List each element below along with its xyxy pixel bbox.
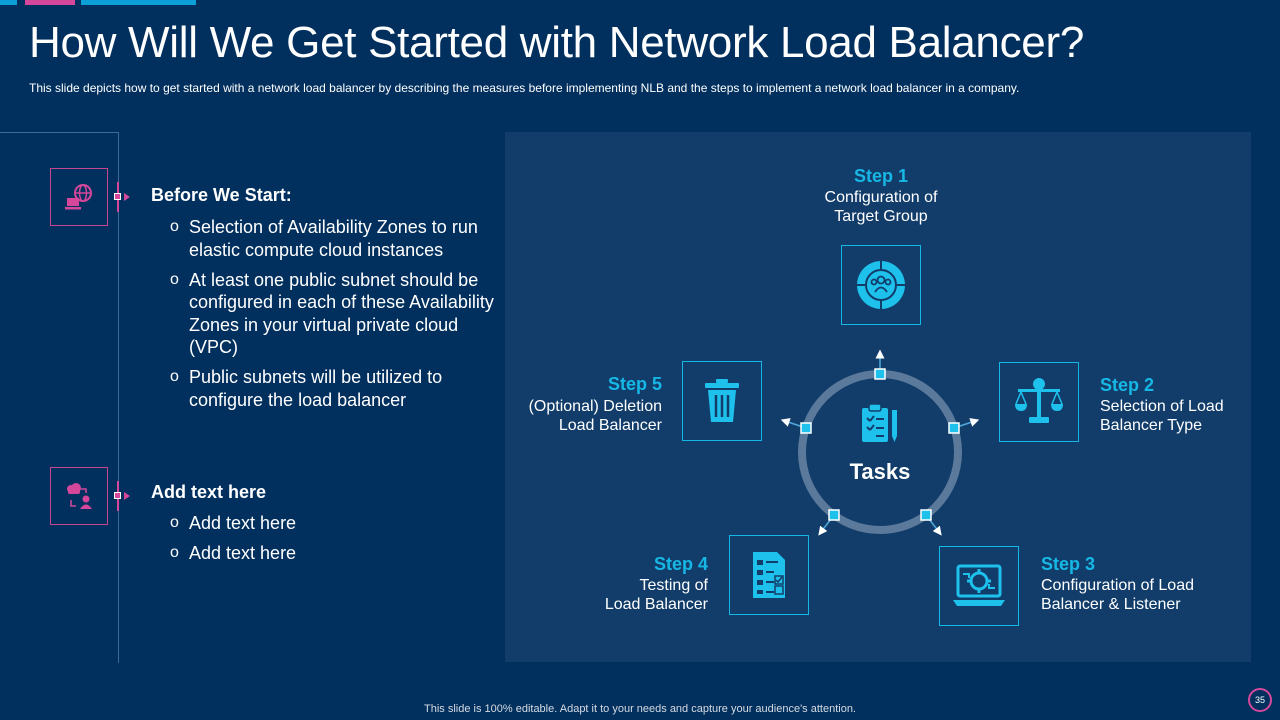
bullet-marker: o [170,514,179,531]
step-5-heading: Step 5 [607,374,662,394]
globe-computer-icon [65,184,92,210]
footer-note: This slide is 100% editable. Adapt it to… [424,703,856,715]
cycle-node-1 [874,368,886,380]
cycle-node-4 [828,509,840,521]
step-2-heading: Step 2 [1100,375,1155,395]
step-1-icon-box [841,245,921,325]
section-title-add-text: Add text here [151,482,267,502]
cycle-node-5 [800,422,812,434]
step-4-icon-box [729,535,809,615]
top-accent-bar-3 [81,0,196,5]
left-panel [0,132,130,663]
step-1-heading: Step 1 [853,166,909,186]
bullet-marker: o [170,270,179,288]
tasks-label: Tasks [849,459,911,484]
top-accent-bar-2 [25,0,75,5]
before-start-icon-box [50,168,108,226]
cycle-diagram [780,349,980,536]
page-number: 35 [1248,688,1272,712]
cycle-node-2 [948,422,960,434]
bullet-marker: o [170,218,179,235]
slide-title: How Will We Get Started with Network Loa… [29,18,1084,67]
balance-scale-icon [1015,378,1063,423]
slide-subtitle: This slide depicts how to get started wi… [29,81,1020,95]
step-3-icon-box [939,546,1019,626]
target-group-icon [857,261,905,309]
section-title-before-start: Before We Start: [151,185,292,205]
bullet-marker: o [170,544,179,561]
laptop-gear-icon [953,564,1005,606]
step-3-heading: Step 3 [1041,554,1096,574]
trash-bin-icon [705,379,739,422]
add-text-icon-box [50,467,108,525]
step-2-icon-box [999,362,1079,442]
clipboard-checklist-icon [862,403,897,442]
cloud-user-icon [67,483,92,509]
step-4-heading: Step 4 [653,554,708,574]
checklist-document-icon [753,552,785,598]
bullet-marker: o [170,368,179,385]
cycle-node-3 [920,509,932,521]
top-accent-bar-1 [0,0,17,5]
step-5-icon-box [682,361,762,441]
cycle-ring [798,370,962,534]
